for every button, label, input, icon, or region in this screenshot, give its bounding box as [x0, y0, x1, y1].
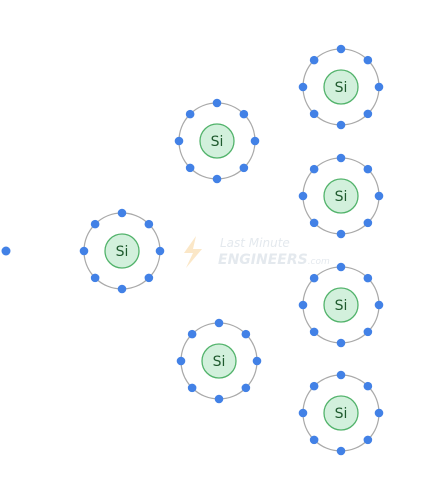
valence-electron: [176, 356, 186, 366]
valence-electron: [336, 338, 346, 348]
valence-electron: [144, 219, 154, 229]
valence-electron: [298, 408, 308, 418]
valence-electron: [336, 153, 346, 163]
valence-electron: [309, 327, 319, 337]
valence-electron: [374, 408, 384, 418]
valence-electron: [336, 120, 346, 130]
silicon-atom: Si: [298, 370, 384, 456]
valence-electron: [336, 229, 346, 239]
valence-electron: [187, 383, 197, 393]
valence-electron: [336, 44, 346, 54]
silicon-atom: Si: [174, 98, 260, 184]
valence-electron: [214, 394, 224, 404]
watermark-brand: ENGINEERS: [218, 252, 308, 268]
silicon-atom: Si: [298, 44, 384, 130]
valence-electron: [298, 191, 308, 201]
atom-nucleus: [323, 395, 359, 431]
valence-electron: [117, 208, 127, 218]
atom-nucleus: [104, 233, 140, 269]
valence-electron: [90, 273, 100, 283]
valence-electron: [363, 381, 373, 391]
valence-electron: [214, 318, 224, 328]
valence-electron: [363, 435, 373, 445]
silicon-atom: Si: [298, 153, 384, 239]
valence-electron: [374, 82, 384, 92]
watermark-line2: ENGINEERS.com: [218, 252, 330, 268]
valence-electron: [117, 284, 127, 294]
atom-label: Si: [116, 244, 129, 260]
atom-nucleus: [323, 69, 359, 105]
valence-electron: [174, 136, 184, 146]
valence-electron: [309, 381, 319, 391]
valence-electron: [309, 218, 319, 228]
valence-electron: [241, 329, 251, 339]
valence-electron: [374, 300, 384, 310]
watermark-suffix: .com: [308, 257, 330, 267]
valence-electron: [79, 246, 89, 256]
valence-electron: [241, 383, 251, 393]
valence-electron: [239, 109, 249, 119]
valence-electron: [250, 136, 260, 146]
atom-nucleus: [199, 123, 235, 159]
valence-electron: [155, 246, 165, 256]
valence-electron: [363, 164, 373, 174]
atom-label: Si: [211, 134, 224, 150]
atom-nucleus: [323, 287, 359, 323]
watermark: Last Minute ENGINEERS.com: [184, 236, 330, 268]
valence-electron: [309, 109, 319, 119]
valence-electron: [363, 218, 373, 228]
valence-electron: [309, 435, 319, 445]
valence-electron: [187, 329, 197, 339]
silicon-atom: Si: [79, 208, 165, 294]
valence-electron: [363, 109, 373, 119]
valence-electron: [336, 262, 346, 272]
valence-electron: [363, 55, 373, 65]
valence-electron: [212, 98, 222, 108]
valence-electron: [298, 82, 308, 92]
valence-electron: [185, 109, 195, 119]
atom-label: Si: [335, 80, 348, 96]
valence-electron: [252, 356, 262, 366]
valence-electron: [374, 191, 384, 201]
valence-electron: [298, 300, 308, 310]
lightning-bolt-icon: [184, 236, 202, 268]
valence-electron: [144, 273, 154, 283]
free-electron: [1, 246, 11, 256]
atom-label: Si: [335, 406, 348, 422]
valence-electron: [212, 174, 222, 184]
watermark-line1: Last Minute: [220, 236, 290, 250]
valence-electron: [363, 327, 373, 337]
atom-label: Si: [213, 354, 226, 370]
valence-electron: [336, 370, 346, 380]
valence-electron: [309, 273, 319, 283]
valence-electron: [90, 219, 100, 229]
silicon-atom: Si: [176, 318, 262, 404]
atom-nucleus: [201, 343, 237, 379]
atom-label: Si: [335, 298, 348, 314]
atom-label: Si: [335, 189, 348, 205]
silicon-atom: Si: [298, 262, 384, 348]
atom-nucleus: [323, 178, 359, 214]
valence-electron: [363, 273, 373, 283]
valence-electron: [239, 163, 249, 173]
valence-electron: [309, 164, 319, 174]
valence-electron: [185, 163, 195, 173]
valence-electron: [336, 446, 346, 456]
valence-electron: [309, 55, 319, 65]
